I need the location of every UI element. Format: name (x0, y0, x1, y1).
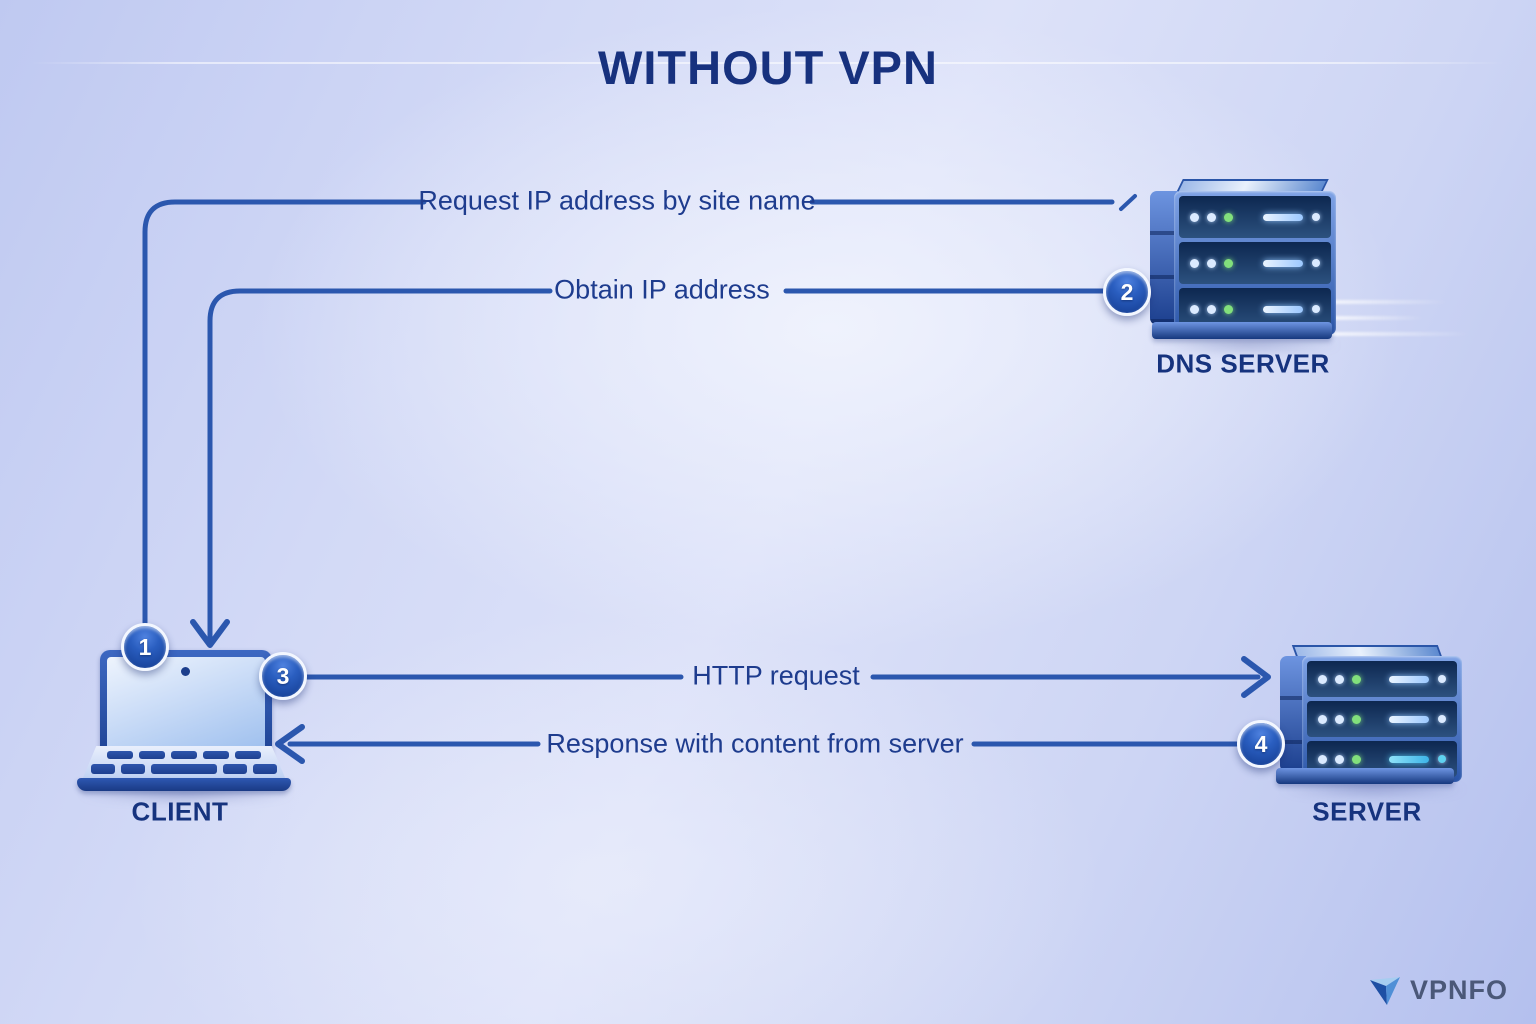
step-badge-3: 3 (259, 652, 307, 700)
flow-1-line (142, 194, 1137, 633)
client-device-icon (77, 642, 291, 794)
client-label: CLIENT (131, 796, 229, 827)
flow-4-line (275, 724, 1241, 764)
step-badge-2: 2 (1103, 268, 1151, 316)
rack-unit (1307, 701, 1457, 737)
rack-base (1276, 768, 1454, 784)
title-divider-line (0, 62, 1536, 64)
flow-3-label: HTTP request (692, 660, 860, 691)
server-label: SERVER (1312, 796, 1422, 827)
web-server-icon (1276, 644, 1462, 786)
motion-streak (1330, 332, 1470, 336)
rack-unit (1179, 196, 1331, 238)
flow-3-line (302, 656, 1271, 698)
motion-streak (1334, 316, 1424, 320)
rack-unit (1179, 242, 1331, 284)
flow-2-line (190, 288, 1107, 648)
step-badge-1: 1 (121, 623, 169, 671)
laptop-screen (100, 650, 272, 757)
rack-unit (1307, 661, 1457, 697)
step-badge-4: 4 (1237, 720, 1285, 768)
laptop-front-edge (77, 778, 291, 791)
dns-server-label: DNS SERVER (1156, 348, 1330, 379)
rack-base (1152, 322, 1332, 339)
laptop-display (107, 657, 265, 753)
server-shadow (1278, 782, 1468, 797)
flow-4-label: Response with content from server (546, 728, 964, 759)
vpnfo-triangle-icon (1369, 976, 1400, 1005)
dns-shadow (1152, 338, 1342, 352)
rack-side-rail (1280, 656, 1306, 772)
rack-side-rail (1150, 191, 1178, 325)
rack-front (1302, 656, 1462, 782)
flow-1-label: Request IP address by site name (418, 185, 816, 216)
brand-logo: VPNFO (1369, 975, 1508, 1006)
webcam-dot-icon (181, 667, 190, 676)
motion-streak (1328, 300, 1448, 304)
brand-logo-text: VPNFO (1409, 975, 1508, 1005)
dns-server-icon (1150, 178, 1336, 344)
rack-front (1174, 191, 1336, 335)
laptop-keyboard (82, 746, 286, 780)
page-title: WITHOUT VPN (598, 41, 938, 94)
flow-2-label: Obtain IP address (554, 274, 770, 305)
